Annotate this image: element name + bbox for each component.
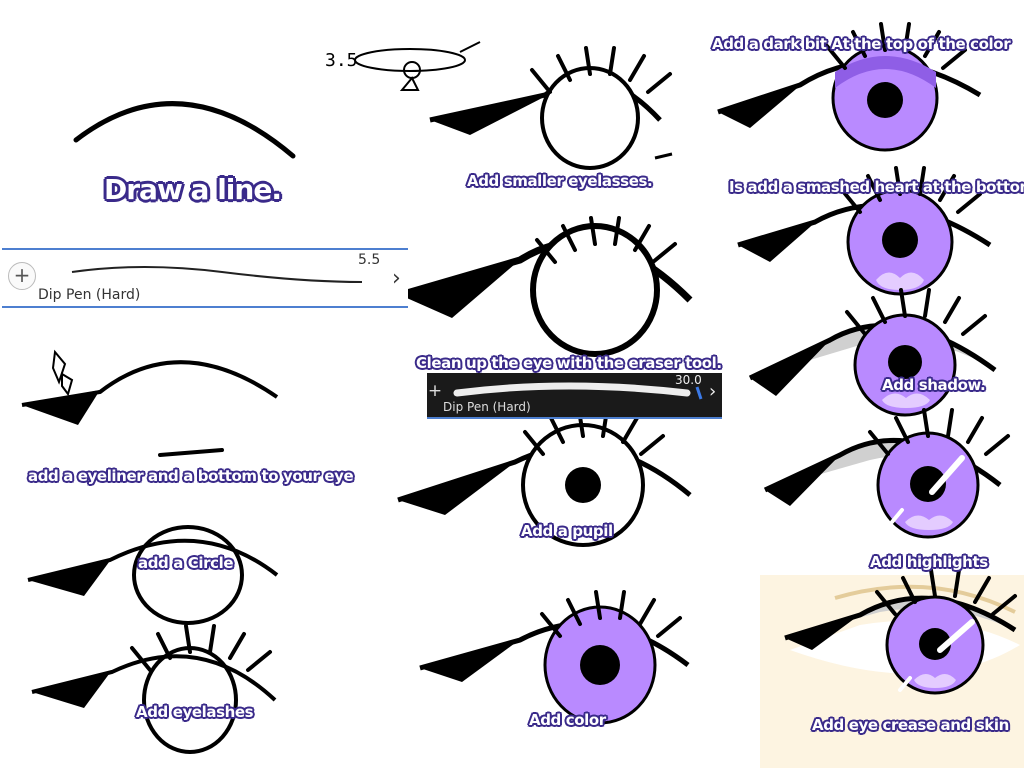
- step10-eye-heart: [737, 166, 992, 296]
- caption-eyeliner: add a eyeliner and a bottom to your eye: [28, 467, 354, 485]
- plus-icon[interactable]: +: [8, 262, 36, 290]
- caption-eyelashes: Add eyelashes: [136, 703, 254, 721]
- step12-eye-highlights: [763, 408, 1010, 539]
- caption-crease-skin: Add eye crease and skin: [812, 716, 1009, 734]
- caption-highlights: Add highlights: [870, 553, 988, 571]
- chevron-right-icon[interactable]: ›: [709, 381, 717, 402]
- brush-toolbar-2[interactable]: + Dip Pen (Hard) 30.0 ›: [427, 373, 722, 419]
- step4-eyelashes: [31, 624, 277, 754]
- step6-eye-clean: [399, 216, 693, 357]
- brush-size: 30.0: [675, 373, 702, 387]
- step13-eye-crease-skin: [760, 568, 1024, 768]
- caption-smaller-lashes: Add smaller eyelasses.: [467, 172, 653, 190]
- brush-size: 5.5: [358, 252, 381, 268]
- caption-heart: Is add a smashed heart at the bottom: [729, 178, 1024, 196]
- plus-icon[interactable]: +: [427, 381, 443, 401]
- caption-dark-bit: Add a dark bit At the top of the color: [712, 35, 1011, 53]
- step2-eyeliner: [21, 349, 279, 457]
- sketch-note: 3.5: [325, 50, 358, 71]
- brush-stroke-preview: [453, 382, 703, 400]
- step5-eye-lashes: [429, 46, 673, 170]
- caption-pupil: Add a pupil: [521, 522, 613, 540]
- chevron-right-icon[interactable]: ›: [392, 266, 401, 291]
- sketch-doodle: [354, 41, 481, 91]
- step3-circle: [27, 525, 279, 625]
- caption-shadow: Add shadow.: [882, 376, 986, 394]
- caption-clean-up: Clean up the eye with the eraser tool.: [416, 354, 722, 372]
- brush-name: Dip Pen (Hard): [443, 400, 531, 414]
- step11-eye-shadow: [748, 288, 997, 417]
- caption-draw-line: Draw a line.: [104, 173, 282, 206]
- step1-line: [73, 101, 296, 159]
- brush-name: Dip Pen (Hard): [38, 287, 141, 303]
- brush-stroke-preview: [71, 266, 362, 283]
- step9-eye-darkbit: [717, 22, 982, 152]
- step8-eye-color: [419, 590, 690, 725]
- step7-eye-pupil: [397, 408, 692, 547]
- caption-color: Add color: [529, 711, 606, 729]
- brush-toolbar-1[interactable]: + Dip Pen (Hard) 5.5 ›: [2, 248, 408, 308]
- caption-circle: add a Circle: [138, 554, 234, 572]
